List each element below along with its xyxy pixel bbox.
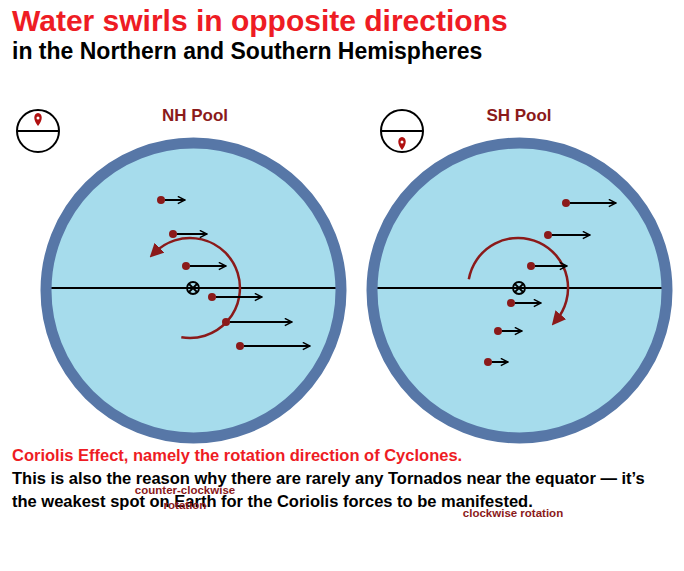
velocity-arrow: [570, 202, 616, 204]
velocity-arrow: [552, 234, 590, 236]
caption: Coriolis Effect, namely the rotation dir…: [12, 444, 662, 467]
water-particle: [544, 231, 552, 239]
velocity-arrow: [502, 330, 522, 332]
water-particle: [157, 196, 165, 204]
water-particle: [507, 299, 515, 307]
water-particle: [182, 262, 190, 270]
pool-water: [45, 142, 341, 438]
velocity-arrow: [177, 233, 207, 235]
velocity-arrow: [535, 265, 567, 267]
globe-icon: [17, 110, 59, 152]
pool-rim: [40, 137, 347, 444]
caption-block: Coriolis Effect, namely the rotation dir…: [12, 444, 662, 513]
velocity-arrow: [244, 345, 310, 347]
water-particle: [494, 327, 502, 335]
title: Water swirls in opposite directions: [12, 4, 508, 38]
water-particle: [236, 342, 244, 350]
note: This is also the reason why there are ra…: [12, 467, 662, 513]
water-particle: [208, 293, 216, 301]
velocity-arrow: [190, 265, 226, 267]
pool-heading: SH Pool: [486, 105, 551, 127]
pool-circle: SH Poolclockwise rotation: [366, 137, 673, 444]
globe-icon: [381, 110, 423, 152]
velocity-arrow: [492, 361, 508, 363]
velocity-arrow: [230, 321, 292, 323]
center-mark: [187, 282, 525, 294]
velocity-arrow: [515, 302, 541, 304]
subtitle: in the Northern and Southern Hemispheres: [12, 38, 482, 65]
rotation-arrow: [469, 238, 568, 320]
pool-water: [371, 142, 667, 438]
rotation-label: clockwise rotation: [457, 506, 569, 521]
water-particle: [169, 230, 177, 238]
velocity-arrow: [165, 199, 185, 201]
water-particle: [562, 199, 570, 207]
pool-rim: [366, 137, 673, 444]
water-particle: [484, 358, 492, 366]
pool-heading: NH Pool: [162, 105, 228, 127]
water-particle: [527, 262, 535, 270]
rotation-arrow: [155, 238, 240, 338]
water-particle: [222, 318, 230, 326]
pool-circle: NH Poolcounter-clockwise rotation: [40, 137, 347, 444]
velocity-arrow: [216, 296, 262, 298]
rotation-label: counter-clockwise rotation: [129, 483, 241, 513]
